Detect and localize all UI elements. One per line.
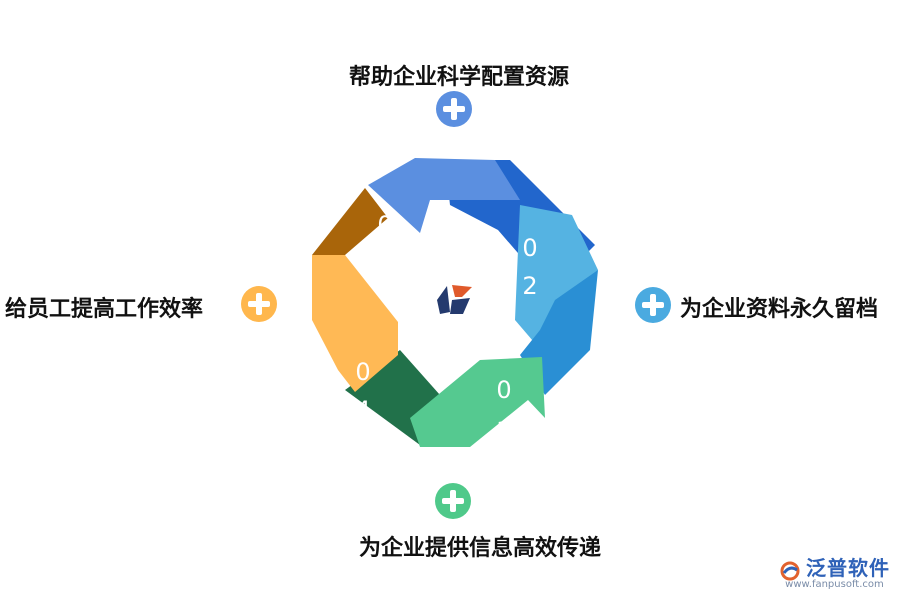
cycle-number-right-2: 2 bbox=[522, 272, 537, 300]
plus-icon-bottom[interactable] bbox=[435, 483, 471, 519]
fanpu-logo-row: 泛普软件 bbox=[779, 552, 890, 581]
cycle-number-left-2: 4 bbox=[355, 396, 370, 424]
cycle-number-bottom-1: 0 bbox=[496, 376, 511, 404]
cycle-number-top-1: 0 bbox=[377, 211, 392, 239]
company-logo bbox=[437, 285, 472, 314]
segment-top bbox=[368, 158, 520, 233]
plus-icon-left[interactable] bbox=[241, 286, 277, 322]
segment-left bbox=[312, 255, 398, 392]
label-bottom: 为企业提供信息高效传递 bbox=[359, 536, 602, 561]
watermark-name: 泛普软件 bbox=[806, 556, 890, 580]
watermark-url: www.fanpusoft.com bbox=[785, 579, 884, 590]
cycle-diagram: 0 1 0 2 0 3 0 4 bbox=[312, 158, 598, 447]
cycle-number-left-1: 0 bbox=[355, 358, 370, 386]
cycle-number-right-1: 0 bbox=[522, 234, 537, 262]
segment-right bbox=[515, 205, 598, 355]
cycle-number-bottom-2: 3 bbox=[496, 417, 511, 445]
segment-bottom bbox=[410, 357, 545, 447]
label-right: 为企业资料永久留档 bbox=[680, 297, 879, 322]
label-top: 帮助企业科学配置资源 bbox=[349, 65, 570, 90]
plus-icon-top[interactable] bbox=[436, 91, 472, 127]
fanpu-logo bbox=[780, 561, 800, 580]
watermark: 泛普软件 www.fanpusoft.com bbox=[779, 552, 890, 590]
cycle-number-top-2: 1 bbox=[377, 249, 392, 277]
plus-icon-right[interactable] bbox=[635, 287, 671, 323]
label-left: 给员工提高工作效率 bbox=[5, 297, 204, 322]
